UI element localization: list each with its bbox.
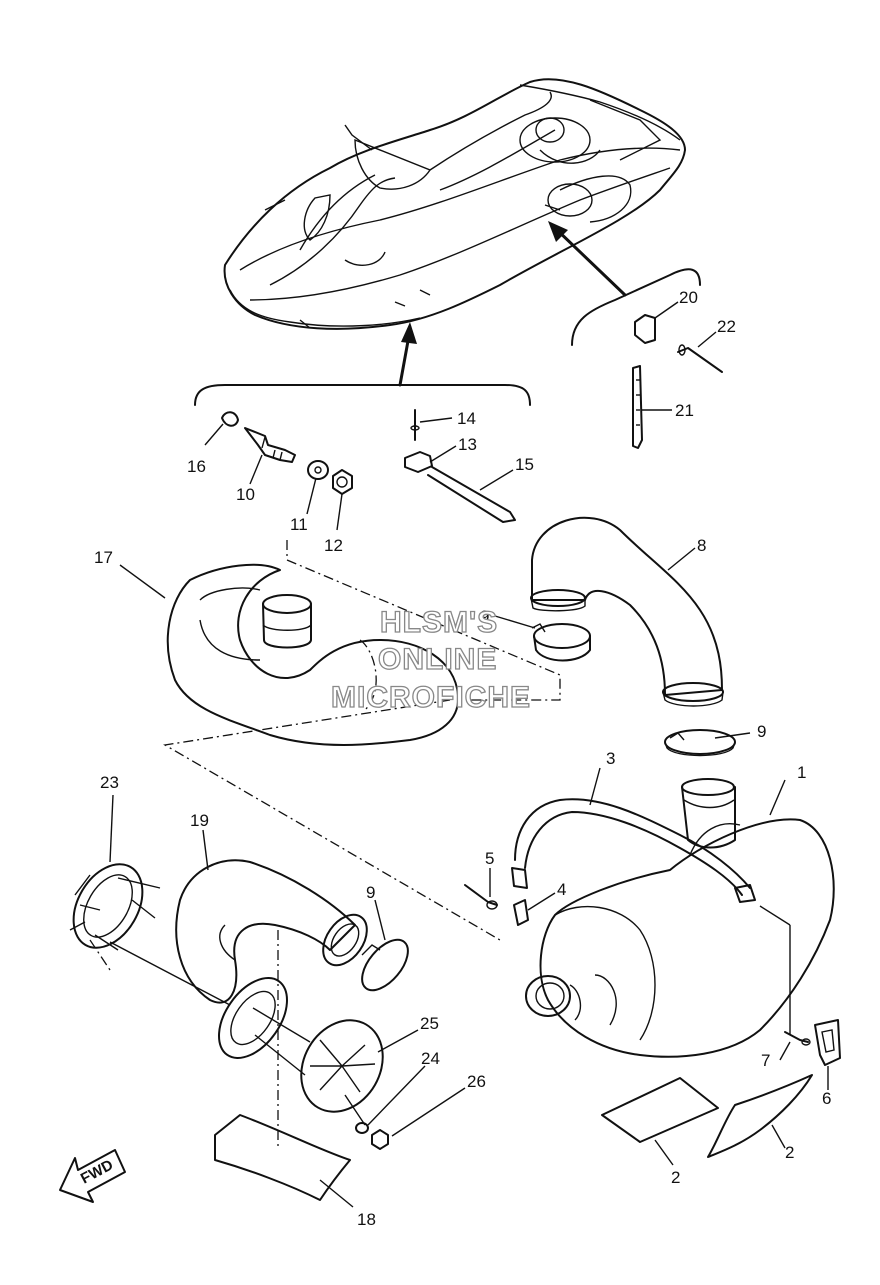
- watermark-line-1: HLSM'S: [380, 606, 498, 639]
- group-bracket-rear: [571, 268, 701, 346]
- part-9-clamp-upper: [531, 623, 591, 662]
- part-13-tie-mount: [404, 451, 433, 473]
- watermark-line-3: MICROFICHE: [331, 681, 531, 714]
- part-24-washer: [355, 1122, 369, 1134]
- pointer-arrows: [398, 221, 627, 387]
- part-3-strap: [511, 798, 756, 903]
- watermark: HLSM'S ONLINE MICROFICHE: [330, 605, 531, 714]
- callout-24: 24: [421, 1049, 440, 1068]
- part-25-plate: [300, 1019, 384, 1113]
- callout-6: 6: [822, 1089, 831, 1108]
- part-2-pad-right: [707, 1074, 813, 1158]
- callout-12: 12: [324, 536, 343, 555]
- callout-16: 16: [187, 457, 206, 476]
- callout-5: 5: [485, 849, 494, 868]
- part-10-stud-bolt: [244, 427, 296, 463]
- part-4-bracket: [513, 899, 529, 926]
- callout-26: 26: [467, 1072, 486, 1091]
- callout-4: 4: [557, 880, 566, 899]
- watercraft-illustration: [223, 78, 686, 330]
- part-18-pad: [214, 1114, 351, 1201]
- part-17-chamber: [166, 563, 460, 746]
- part-14-rivet: [410, 409, 420, 441]
- callout-9-upper: 9: [480, 607, 489, 626]
- part-2-pad-left: [601, 1077, 719, 1143]
- part-16-clip: [221, 411, 239, 427]
- callout-25: 25: [420, 1014, 439, 1033]
- part-5-rivet: [464, 884, 498, 910]
- callout-17: 17: [94, 548, 113, 567]
- callout-22: 22: [717, 317, 736, 336]
- part-6-bracket: [814, 1019, 841, 1066]
- part-26-nut: [371, 1129, 389, 1150]
- callout-21: 21: [675, 401, 694, 420]
- part-9-clamp-lower: [361, 938, 409, 992]
- group-bracket-hull: [194, 384, 531, 406]
- callout-3: 3: [606, 749, 615, 768]
- callout-23: 23: [100, 773, 119, 792]
- part-1-muffler: [525, 778, 835, 1058]
- callout-19: 19: [190, 811, 209, 830]
- part-23-flange-ring: [69, 863, 161, 951]
- part-11-washer: [307, 460, 329, 480]
- part-8-elbow-hose: [530, 516, 724, 707]
- part-9-clamp-middle: [664, 729, 736, 757]
- callout-7: 7: [761, 1051, 770, 1070]
- callout-13: 13: [458, 435, 477, 454]
- part-15-cable-tie: [427, 466, 516, 523]
- part-12-nut: [332, 469, 353, 495]
- part-19-exhaust-pipe: [175, 859, 368, 1059]
- callout-11: 11: [290, 515, 308, 534]
- part-22-rivet: [677, 344, 723, 373]
- callout-15: 15: [515, 455, 534, 474]
- callout-14: 14: [457, 409, 476, 428]
- callout-1: 1: [797, 763, 806, 782]
- assembly-lines: [89, 540, 791, 1150]
- part-20-clip: [634, 314, 656, 344]
- callout-20: 20: [679, 288, 698, 307]
- callout-9-middle: 9: [757, 722, 766, 741]
- part-21-strap: [632, 365, 643, 449]
- callout-18: 18: [357, 1210, 376, 1229]
- callout-10: 10: [236, 485, 255, 504]
- callout-2-right: 2: [785, 1143, 794, 1162]
- callout-8: 8: [697, 536, 706, 555]
- callout-2-left: 2: [671, 1168, 680, 1187]
- fwd-label: FWD: [78, 1156, 116, 1187]
- callout-9-lower: 9: [366, 883, 375, 902]
- callout-numbers: 1 2 2 3 4 5 6 7 8 9 9 9 10 11 12 13 14 1…: [94, 288, 831, 1229]
- watermark-line-2: ONLINE: [378, 643, 497, 676]
- leader-lines: [109, 301, 829, 1208]
- forward-arrow-icon: FWD: [59, 1149, 126, 1203]
